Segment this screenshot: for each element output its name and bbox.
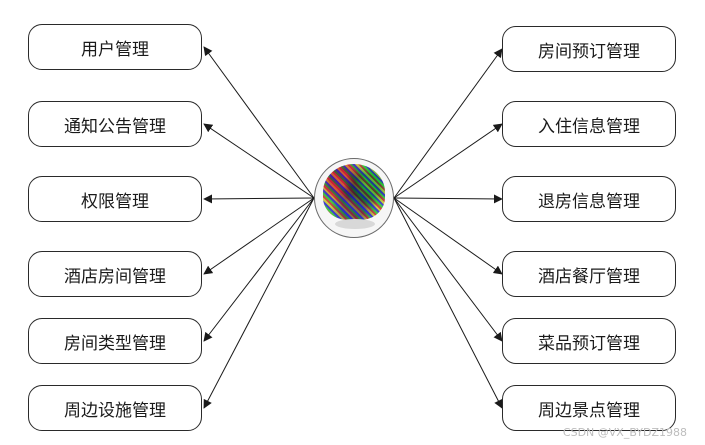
arrow-left-0 [203,46,315,199]
arrow-right-3 [393,197,503,275]
node-nearby-facility-management[interactable]: 周边设施管理 [28,385,202,431]
arrow-right-4 [393,197,503,342]
arrow-right-5 [393,197,503,409]
arrow-left-4 [203,197,315,342]
node-restaurant-management[interactable]: 酒店餐厅管理 [502,251,676,297]
node-room-type-management[interactable]: 房间类型管理 [28,318,202,364]
node-nearby-attraction-management[interactable]: 周边景点管理 [502,385,676,431]
node-user-management[interactable]: 用户管理 [28,24,202,70]
watermark: CSDN @VX_BYDZ1988 [562,426,687,439]
central-hub-image [314,158,394,238]
arrow-right-0 [393,48,503,199]
arrow-left-3 [203,197,315,275]
arrow-left-2 [203,194,315,204]
hub-shadow [335,219,375,229]
node-notice-management[interactable]: 通知公告管理 [28,101,202,147]
node-checkout-management[interactable]: 退房信息管理 [502,176,676,222]
arrow-left-1 [203,123,315,199]
arrow-left-5 [203,197,315,409]
arrow-right-2 [393,194,503,204]
arrow-right-1 [393,123,503,199]
node-permission-management[interactable]: 权限管理 [28,176,202,222]
node-checkin-management[interactable]: 入住信息管理 [502,101,676,147]
node-hotel-room-management[interactable]: 酒店房间管理 [28,251,202,297]
node-room-booking-management[interactable]: 房间预订管理 [502,26,676,72]
hub-noise-texture [323,164,385,220]
node-dish-booking-management[interactable]: 菜品预订管理 [502,318,676,364]
